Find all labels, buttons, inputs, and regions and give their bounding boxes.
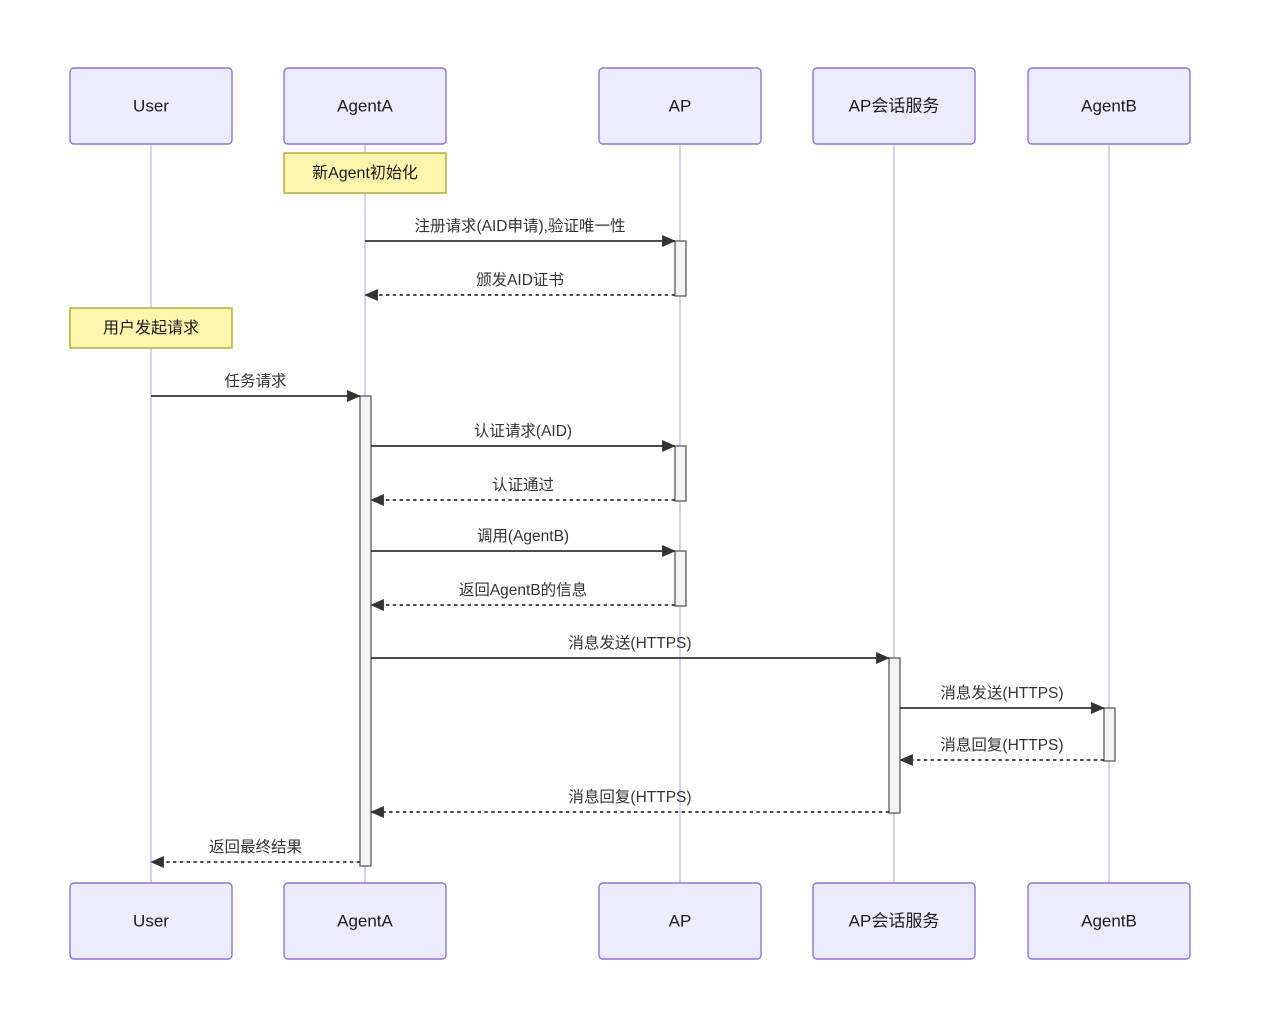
note-box [69, 307, 233, 349]
message-m6: 调用(AgentB) [371, 527, 676, 557]
activations-layer [359, 240, 1116, 867]
message-m12: 返回最终结果 [150, 838, 360, 868]
activation-bar-agenta [359, 395, 372, 867]
participant-box-apsess[interactable] [812, 67, 976, 145]
message-label-m8: 消息发送(HTTPS) [568, 634, 691, 652]
participant-label-agenta: AgentA [337, 96, 393, 115]
participant-box-ap[interactable] [598, 882, 762, 960]
participant-ap-top[interactable]: AP [598, 67, 762, 145]
participant-user-bottom[interactable]: User [69, 882, 233, 960]
message-label-m2: 颁发AID证书 [476, 271, 564, 289]
actors-top-layer: User AgentA AP AP会话服务 AgentB [69, 67, 1191, 145]
participant-agentb-bottom[interactable]: AgentB [1027, 882, 1191, 960]
note-label: 用户发起请求 [103, 319, 199, 337]
activation-bar-agentb [1103, 707, 1116, 762]
participant-box-agentb[interactable] [1027, 67, 1191, 145]
message-label-m10: 消息回复(HTTPS) [940, 736, 1063, 754]
participant-box-agenta[interactable] [283, 882, 447, 960]
message-label-m12: 返回最终结果 [209, 838, 302, 856]
participant-apsess-top[interactable]: AP会话服务 [812, 67, 976, 145]
activation-bar-ap [674, 445, 687, 502]
activation-bar-apsess [888, 657, 901, 814]
message-label-m3: 任务请求 [224, 372, 286, 390]
message-m9: 消息发送(HTTPS) [900, 684, 1105, 714]
actors-bottom-layer: User AgentA AP AP会话服务 AgentB [69, 882, 1191, 960]
message-m2: 颁发AID证书 [364, 271, 675, 301]
message-m7: 返回AgentB的信息 [370, 581, 675, 611]
message-m5: 认证通过 [370, 476, 675, 506]
message-label-m5: 认证通过 [492, 476, 554, 494]
participant-box-agentb[interactable] [1027, 882, 1191, 960]
message-label-m11: 消息回复(HTTPS) [568, 788, 691, 806]
note-label: 新Agent初始化 [312, 164, 418, 182]
participant-agenta-top[interactable]: AgentA [283, 67, 447, 145]
participant-label-user: User [133, 911, 169, 930]
note-user-request: 用户发起请求 [69, 307, 233, 349]
participant-box-user[interactable] [69, 67, 233, 145]
participant-box-agenta[interactable] [283, 67, 447, 145]
activation-bar-ap [674, 550, 687, 607]
participant-label-ap: AP [669, 96, 692, 115]
message-label-m4: 认证请求(AID) [474, 422, 572, 440]
participant-label-agentb: AgentB [1081, 96, 1137, 115]
participant-agenta-bottom[interactable]: AgentA [283, 882, 447, 960]
participant-label-agenta: AgentA [337, 911, 393, 930]
message-m10: 消息回复(HTTPS) [899, 736, 1104, 766]
message-m3: 任务请求 [151, 372, 361, 402]
message-m8: 消息发送(HTTPS) [371, 634, 890, 664]
participant-label-apsess: AP会话服务 [849, 911, 940, 930]
note-box [283, 152, 447, 194]
message-label-m1: 注册请求(AID申请),验证唯一性 [415, 217, 626, 235]
message-label-m6: 调用(AgentB) [477, 527, 569, 545]
participant-box-apsess[interactable] [812, 882, 976, 960]
participant-box-ap[interactable] [598, 67, 762, 145]
lifelines-layer [150, 144, 1110, 883]
activation-bar-ap [674, 240, 687, 297]
message-m4: 认证请求(AID) [371, 422, 676, 452]
message-m11: 消息回复(HTTPS) [370, 788, 889, 818]
message-label-m9: 消息发送(HTTPS) [940, 684, 1063, 702]
participant-user-top[interactable]: User [69, 67, 233, 145]
participant-agentb-top[interactable]: AgentB [1027, 67, 1191, 145]
participant-ap-bottom[interactable]: AP [598, 882, 762, 960]
participant-box-user[interactable] [69, 882, 233, 960]
message-label-m7: 返回AgentB的信息 [459, 581, 587, 599]
participant-apsess-bottom[interactable]: AP会话服务 [812, 882, 976, 960]
participant-label-user: User [133, 96, 169, 115]
participant-label-agentb: AgentB [1081, 911, 1137, 930]
message-m1: 注册请求(AID申请),验证唯一性 [365, 217, 676, 247]
participant-label-apsess: AP会话服务 [849, 96, 940, 115]
note-new-agent-init: 新Agent初始化 [283, 152, 447, 194]
participant-label-ap: AP [669, 911, 692, 930]
